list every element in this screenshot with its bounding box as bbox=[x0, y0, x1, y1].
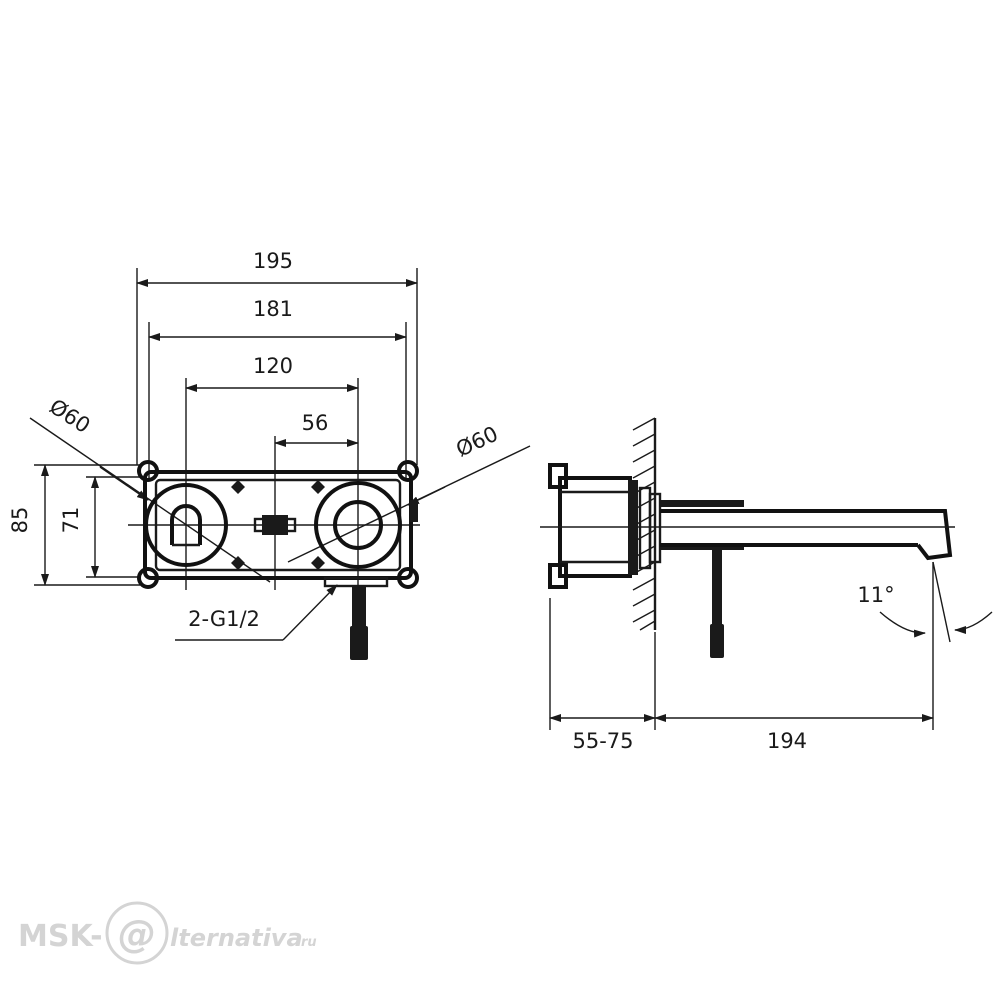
connection-leader: 2-G1/2 bbox=[175, 584, 338, 641]
dimension-71: 71 bbox=[59, 476, 99, 578]
dim-56-label: 56 bbox=[302, 411, 329, 435]
dim-71-label: 71 bbox=[59, 507, 83, 534]
watermark-brand-mark: @ bbox=[118, 912, 156, 956]
dim-181-label: 181 bbox=[253, 297, 293, 321]
right-valve bbox=[314, 481, 402, 569]
watermark-logo: MSK- @ lternativa .ru bbox=[18, 901, 317, 965]
dim-195-label: 195 bbox=[253, 249, 293, 273]
dimension-181: 181 bbox=[148, 297, 407, 341]
watermark-at-circle bbox=[105, 901, 169, 965]
dimension-194: 194 bbox=[654, 714, 934, 753]
diameter-right-label: Ø60 bbox=[452, 422, 501, 462]
connection-label: 2-G1/2 bbox=[188, 607, 260, 631]
wall-depth-label: 55-75 bbox=[572, 729, 633, 753]
extension-lines bbox=[34, 268, 418, 590]
rough-in-body bbox=[548, 463, 662, 589]
dimension-195: 195 bbox=[136, 249, 418, 287]
lever-handle bbox=[323, 576, 389, 660]
dimension-55-75: 55-75 bbox=[549, 714, 656, 753]
side-lever bbox=[710, 548, 724, 658]
watermark-brand-tld: .ru bbox=[296, 935, 317, 950]
dim-120-label: 120 bbox=[253, 354, 293, 378]
front-view: 195 181 120 56 85 71 Ø60 bbox=[8, 249, 531, 660]
diameter-left-label: Ø60 bbox=[45, 394, 94, 438]
dimension-56: 56 bbox=[274, 411, 359, 447]
fastener-marks bbox=[231, 480, 325, 570]
dim-85-label: 85 bbox=[8, 507, 32, 534]
angle-dimension: 11° bbox=[857, 583, 993, 638]
side-view: 55-75 194 11° bbox=[540, 417, 993, 753]
watermark-brand-right: lternativa bbox=[170, 924, 303, 952]
left-valve bbox=[144, 483, 228, 567]
spout-length-label: 194 bbox=[767, 729, 807, 753]
spout bbox=[660, 500, 953, 561]
side-extension-lines bbox=[549, 561, 951, 730]
dimension-120: 120 bbox=[185, 354, 359, 392]
dimension-85: 85 bbox=[8, 464, 49, 586]
angle-label: 11° bbox=[857, 583, 894, 607]
center-outlet bbox=[253, 515, 297, 535]
watermark-brand-left: MSK- bbox=[18, 919, 103, 954]
